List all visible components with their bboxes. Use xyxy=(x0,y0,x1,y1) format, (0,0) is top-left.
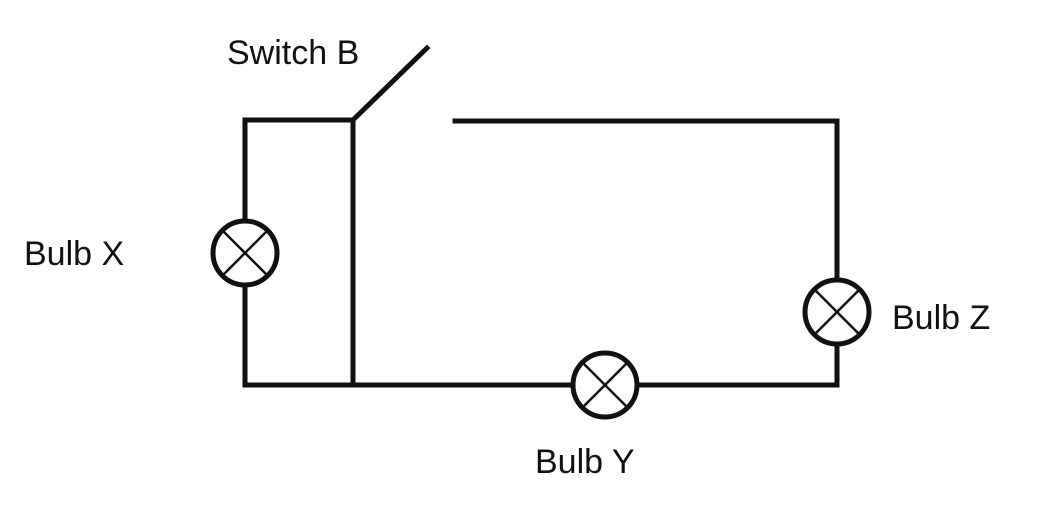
bulb-y-icon xyxy=(570,350,640,420)
bulb-z-icon xyxy=(802,277,872,347)
switch-b-lever xyxy=(349,44,431,124)
bulb-z-label: Bulb Z xyxy=(892,299,991,337)
bulb-y-label: Bulb Y xyxy=(535,443,635,481)
bulb-x-label: Bulb X xyxy=(24,235,125,273)
bulb-x-icon xyxy=(210,218,280,288)
switch-b-label: Switch B xyxy=(227,34,360,72)
